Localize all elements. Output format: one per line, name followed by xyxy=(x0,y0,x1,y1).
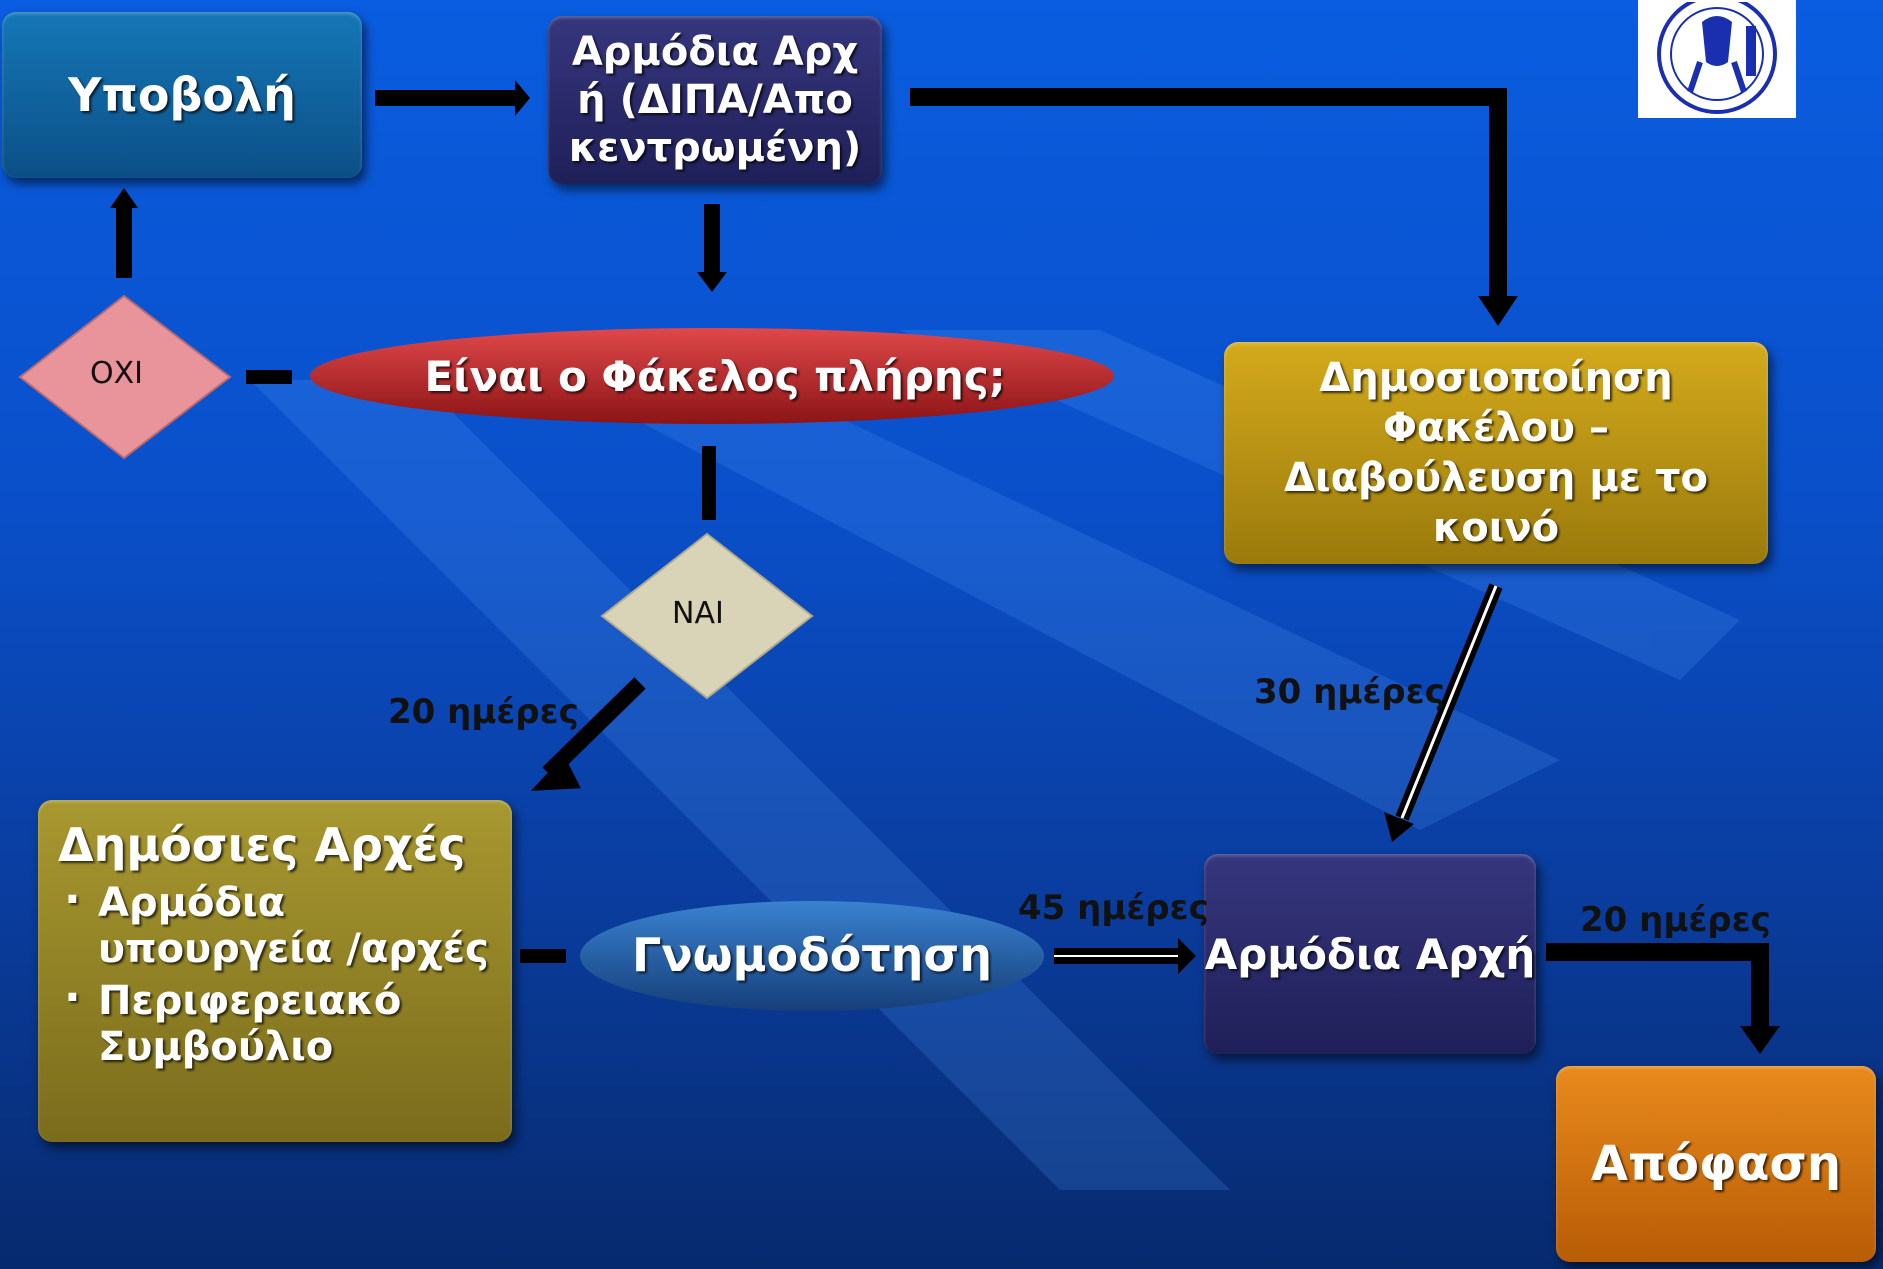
duration-45-days-opinion: 45 ημέρες xyxy=(1018,888,1209,928)
yes-diamond xyxy=(600,532,814,700)
arrow-no-to-submission xyxy=(110,188,138,278)
authority-bottom-box: Αρμόδια Αρχή xyxy=(1204,854,1536,1054)
yes-label: ΝΑΙ xyxy=(672,596,724,631)
question-ellipse xyxy=(310,328,1114,424)
decision-label: Απόφαση xyxy=(1590,1136,1842,1192)
duration-20-days-public-authorities: 20 ημέρες xyxy=(388,692,579,732)
list-item: Αρμόδια υπουργεία /αρχές xyxy=(58,874,492,972)
opinion-ellipse xyxy=(580,901,1044,1011)
arrow-yes-to-public-authorities xyxy=(530,677,646,791)
submission-box: Υποβολή xyxy=(2,12,362,178)
submission-label: Υποβολή xyxy=(68,68,296,122)
question-text: Είναι ο Φάκελος πλήρης; xyxy=(424,352,1006,401)
publication-box: Δημοσιοποίηση Φακέλου – Διαβούλευση με τ… xyxy=(1224,342,1768,564)
no-diamond xyxy=(18,294,232,460)
arrow-authority-to-publication xyxy=(910,88,1518,326)
opinion-text: Γνωμοδότηση xyxy=(632,928,992,982)
decision-box: Απόφαση xyxy=(1556,1066,1876,1262)
public-authorities-box: Δημόσιες Αρχές Αρμόδια υπουργεία /αρχές … xyxy=(38,800,512,1142)
arrow-authority-to-decision xyxy=(1546,943,1780,1054)
arrow-publication-to-authority xyxy=(1384,583,1503,842)
publication-label: Δημοσιοποίηση Φακέλου – Διαβούλευση με τ… xyxy=(1284,355,1708,551)
public-authorities-title: Δημόσιες Αρχές xyxy=(58,818,466,872)
list-item: Περιφερειακό Συμβούλιο xyxy=(58,972,492,1070)
arrow-submission-to-authority xyxy=(375,80,530,116)
arrow-opinion-to-authority xyxy=(1054,938,1196,974)
authority-bottom-label: Αρμόδια Αρχή xyxy=(1204,929,1536,979)
authority-top-box: Αρμόδια Αρχή (ΔΙΠΑ/Αποκεντρωμένη) xyxy=(548,16,882,184)
authority-top-label: Αρμόδια Αρχή (ΔΙΠΑ/Αποκεντρωμένη) xyxy=(568,29,862,171)
arrow-authority-to-question xyxy=(697,204,727,292)
seal-icon xyxy=(1657,2,1777,114)
public-authorities-list: Αρμόδια υπουργεία /αρχές Περιφερειακό Συ… xyxy=(58,874,492,1070)
no-label: ΟΧΙ xyxy=(90,356,144,391)
university-seal-logo xyxy=(1638,0,1796,118)
duration-30-days-publication: 30 ημέρες xyxy=(1254,672,1445,712)
duration-20-days-decision: 20 ημέρες xyxy=(1580,900,1771,940)
